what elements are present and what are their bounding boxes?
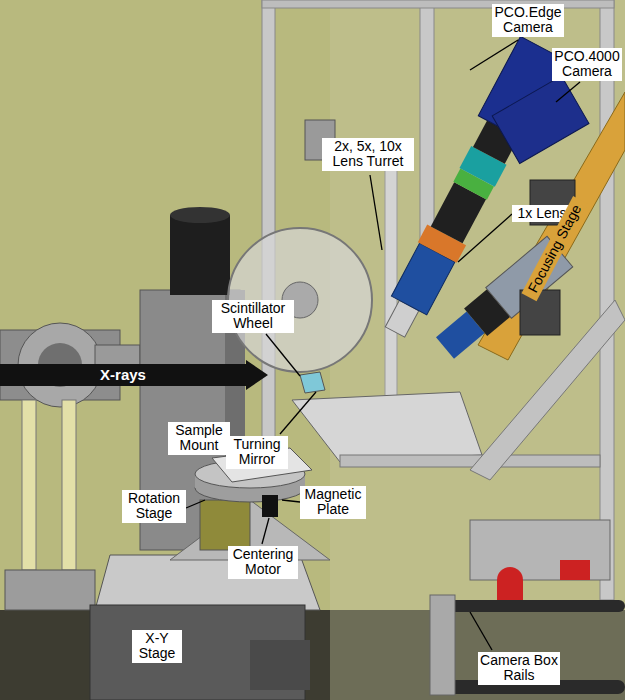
part-label: Camera Box Rails [478, 652, 560, 685]
part-label: Magnetic Plate [300, 486, 366, 519]
part-label: Sample Mount [168, 422, 230, 455]
part-label: PCO.Edge Camera [492, 4, 564, 37]
beam-label: X-rays [0, 360, 246, 390]
part-label: Rotation Stage [122, 490, 186, 523]
part-label: PCO.4000 Camera [552, 48, 622, 81]
beam-arrow: X-rays [0, 360, 268, 390]
arrow-fill [0, 360, 268, 390]
part-label: X-Y Stage [132, 630, 182, 663]
part-label: Scintillator Wheel [212, 300, 294, 333]
part-label: Centering Motor [228, 546, 298, 579]
part-label: Turning Mirror [226, 436, 288, 469]
part-label: 2x, 5x, 10x Lens Turret [322, 138, 414, 171]
